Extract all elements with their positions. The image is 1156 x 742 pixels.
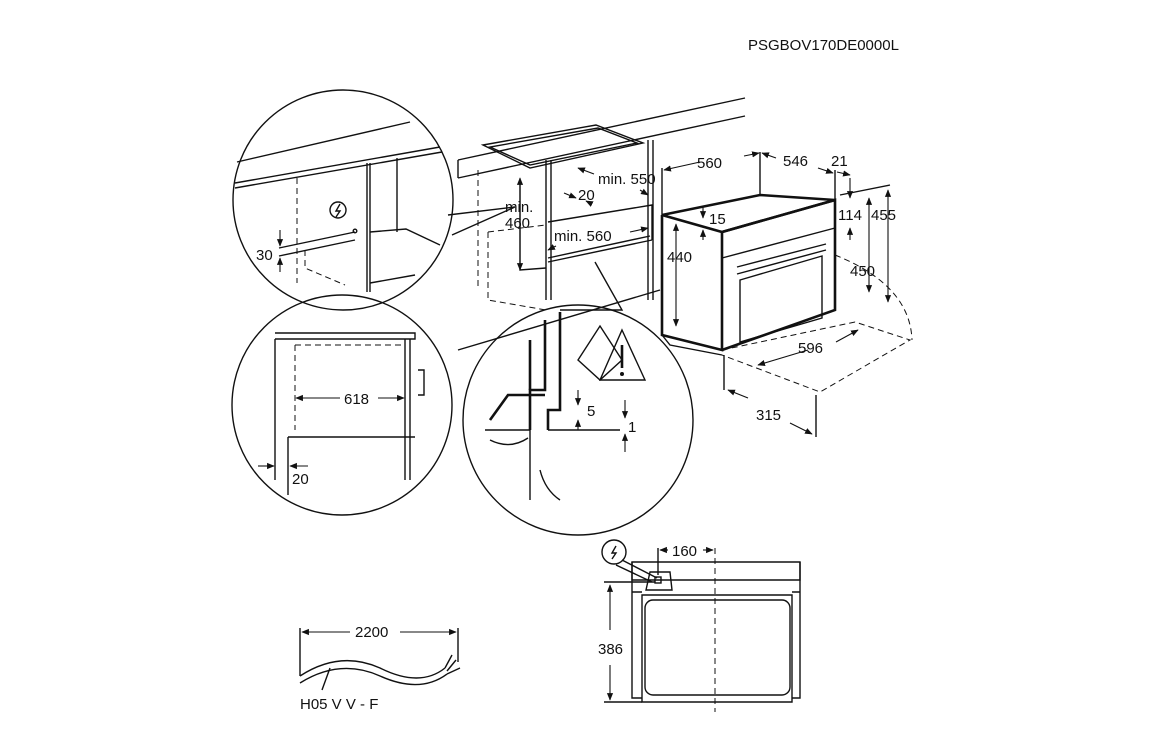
control-panel-height-label: 114 (838, 207, 862, 224)
min-height-label: min. (505, 199, 533, 216)
side-gap-label: 20 (292, 471, 309, 488)
side-height-label: 440 (667, 249, 692, 266)
installation-detail-circle: 5 1 (462, 261, 694, 536)
power-cable: 2200 H05 V V - F (299, 624, 461, 713)
gap-top-label: 5 (587, 403, 595, 420)
oven-isometric (660, 193, 913, 393)
electric-symbol-icon (329, 201, 347, 219)
socket-height-label: 386 (598, 641, 623, 658)
cabinet-side-detail-circle: 618 20 (231, 294, 453, 516)
front-width-label: 596 (798, 340, 823, 357)
min-height-value: 460 (505, 215, 530, 232)
warning-triangle-icon (577, 324, 623, 381)
oven-width-top-label: 560 (697, 155, 722, 172)
door-height-label: 450 (850, 263, 875, 280)
top-gap-label: 15 (709, 211, 726, 228)
gap-bottom-label: 1 (628, 419, 636, 436)
oven-rear-view: 160 386 (598, 539, 801, 712)
electric-symbol-icon (601, 539, 627, 565)
door-swing-label: 315 (756, 407, 781, 424)
socket-detail-circle: 30 (232, 89, 516, 311)
gap-label: 20 (578, 187, 595, 204)
cable-length-label: 2200 (355, 624, 388, 641)
oven-dimensions: 560 546 21 15 440 114 455 450 596 315 (661, 151, 896, 437)
socket-offset-label: 160 (672, 543, 697, 560)
cabinet-dimensions: min. 460 min. 550 20 min. 560 (505, 167, 656, 271)
cable-type-label: H05 V V - F (300, 696, 378, 713)
cabinet-width-label: 618 (344, 391, 369, 408)
oven-depth-label: 546 (783, 153, 808, 170)
front-thickness-label: 21 (831, 153, 848, 170)
socket-offset-label: 30 (256, 247, 273, 264)
min-depth-label: min. 550 (598, 171, 656, 188)
min-width-label: min. 560 (554, 228, 612, 245)
kitchen-cabinet (457, 97, 746, 351)
total-height-label: 455 (871, 207, 896, 224)
model-code: PSGBOV170DE0000L (748, 37, 899, 54)
